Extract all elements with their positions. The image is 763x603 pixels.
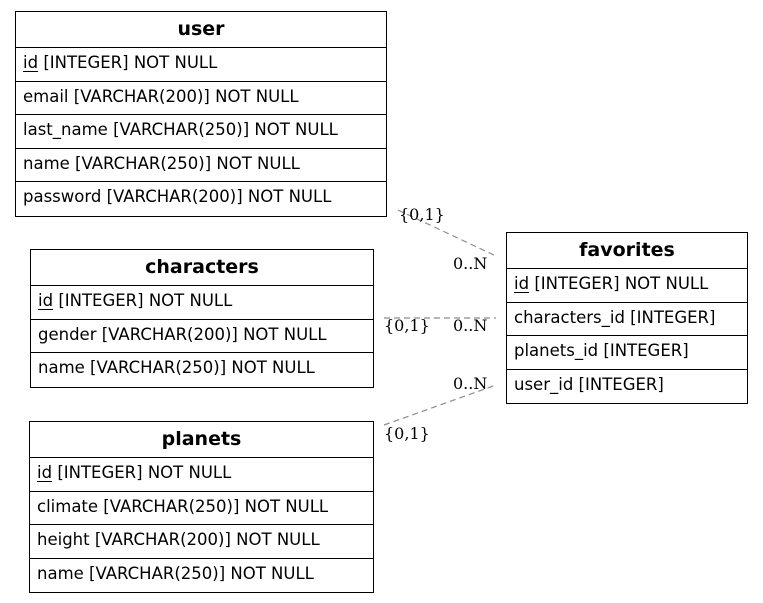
field-row: email [VARCHAR(200)] NOT NULL	[16, 82, 386, 115]
field-row: id [INTEGER] NOT NULL	[507, 269, 747, 303]
field-type: [VARCHAR(250)] NOT NULL	[113, 120, 338, 139]
field-row: id [INTEGER] NOT NULL	[16, 48, 386, 82]
field-type: [INTEGER] NOT NULL	[57, 463, 232, 482]
field-row: password [VARCHAR(200)] NOT NULL	[16, 182, 386, 216]
field-name: name	[38, 358, 85, 377]
field-type: [VARCHAR(200)] NOT NULL	[106, 187, 332, 206]
entity-characters[interactable]: characters id [INTEGER] NOT NULL gender …	[30, 249, 374, 388]
entity-title: favorites	[507, 233, 747, 269]
field-row: last_name [VARCHAR(250)] NOT NULL	[16, 115, 386, 149]
field-row: characters_id [INTEGER]	[507, 303, 747, 336]
entity-title: characters	[31, 250, 373, 286]
field-name: last_name	[23, 120, 108, 139]
field-type: [VARCHAR(200)] NOT NULL	[101, 324, 327, 344]
cardinality-user-side: {0,1}	[399, 205, 445, 224]
field-name: planets_id	[514, 341, 599, 360]
field-type: [INTEGER] NOT NULL	[534, 274, 709, 293]
entity-title: user	[16, 12, 386, 48]
cardinality-characters-side: {0,1}	[384, 316, 430, 335]
field-type: [VARCHAR(250)] NOT NULL	[89, 563, 314, 583]
cardinality-planets-side: {0,1}	[384, 424, 430, 443]
field-type: [VARCHAR(200)] NOT NULL	[73, 86, 299, 106]
field-name: name	[23, 153, 70, 173]
field-name: password	[23, 187, 102, 206]
field-type: [VARCHAR(250)] NOT NULL	[103, 496, 329, 516]
field-type: [INTEGER] NOT NULL	[58, 291, 233, 310]
field-name: email	[23, 86, 69, 106]
field-type: [VARCHAR(250)] NOT NULL	[75, 153, 300, 173]
field-row: planets_id [INTEGER]	[507, 336, 747, 370]
field-name: climate	[37, 496, 99, 516]
link-user-favorites	[397, 209, 497, 257]
field-row: name [VARCHAR(250)] NOT NULL	[16, 149, 386, 182]
entity-title: planets	[30, 422, 373, 458]
cardinality-favorites-planets-side: 0..N	[453, 374, 488, 393]
field-name: height	[37, 530, 90, 549]
field-row: name [VARCHAR(250)] NOT NULL	[31, 353, 373, 387]
field-type: [VARCHAR(200)] NOT NULL	[94, 530, 320, 549]
field-name: user_id	[514, 374, 574, 394]
field-type: [INTEGER] NOT NULL	[43, 53, 218, 72]
cardinality-favorites-user-side: 0..N	[453, 254, 488, 273]
field-row: user_id [INTEGER]	[507, 370, 747, 404]
field-row: gender [VARCHAR(200)] NOT NULL	[31, 320, 373, 353]
primary-key-name: id	[38, 291, 54, 310]
field-row: name [VARCHAR(250)] NOT NULL	[30, 559, 373, 593]
entity-favorites[interactable]: favorites id [INTEGER] NOT NULL characte…	[506, 232, 748, 404]
field-type: [INTEGER]	[630, 307, 716, 327]
primary-key-name: id	[23, 53, 39, 72]
field-type: [INTEGER]	[603, 341, 689, 360]
cardinality-favorites-characters-side: 0..N	[453, 316, 488, 335]
primary-key-name: id	[514, 274, 530, 293]
field-name: characters_id	[514, 307, 625, 327]
field-row: id [INTEGER] NOT NULL	[30, 458, 373, 492]
field-row: climate [VARCHAR(250)] NOT NULL	[30, 492, 373, 525]
field-name: name	[37, 563, 84, 583]
field-name: gender	[38, 324, 97, 344]
field-row: height [VARCHAR(200)] NOT NULL	[30, 525, 373, 559]
field-type: [INTEGER]	[578, 374, 664, 394]
entity-user[interactable]: user id [INTEGER] NOT NULL email [VARCHA…	[15, 11, 387, 217]
field-type: [VARCHAR(250)] NOT NULL	[90, 358, 315, 377]
field-row: id [INTEGER] NOT NULL	[31, 286, 373, 320]
primary-key-name: id	[37, 463, 53, 482]
entity-planets[interactable]: planets id [INTEGER] NOT NULL climate [V…	[29, 421, 374, 593]
